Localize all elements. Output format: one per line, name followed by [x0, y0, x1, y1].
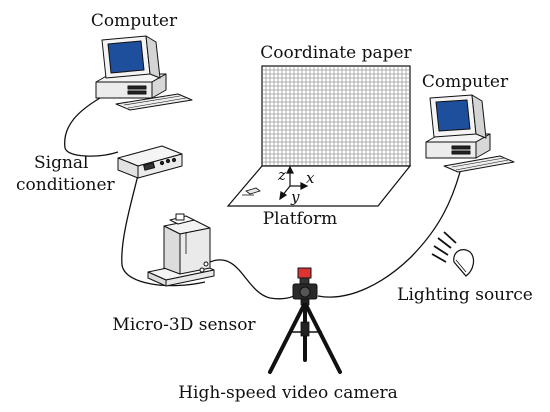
light-rays — [431, 231, 457, 263]
lighting-source — [431, 231, 475, 277]
label-signal-line1: Signal — [34, 153, 89, 173]
label-coordinate-paper: Coordinate paper — [260, 43, 412, 63]
label-signal-line2: conditioner — [16, 175, 116, 195]
cable-computer-to-conditioner — [64, 97, 119, 157]
label-camera: High-speed video camera — [178, 383, 398, 403]
coordinate-grid — [262, 66, 410, 166]
label-computer-right: Computer — [422, 72, 509, 92]
cable-camera-to-computer — [317, 171, 461, 298]
axis-label-z: z — [277, 166, 286, 184]
high-speed-camera — [268, 267, 342, 374]
camera-flash — [297, 267, 312, 279]
label-computer-left: Computer — [91, 11, 178, 31]
coordinate-axes — [279, 165, 309, 201]
tripod — [268, 303, 342, 374]
label-platform: Platform — [263, 209, 338, 229]
camera-lens — [299, 286, 311, 298]
platform-specimen — [245, 187, 261, 195]
label-lighting-source: Lighting source — [397, 285, 533, 305]
computer-left-keyboard — [115, 93, 193, 111]
computer-right-screen — [435, 99, 471, 132]
axis-label-y: y — [290, 188, 300, 206]
axis-label-x: x — [306, 169, 315, 187]
label-micro-sensor: Micro-3D sensor — [112, 315, 256, 335]
micro-3d-sensor — [147, 213, 215, 287]
cable-sensor-to-camera — [209, 259, 298, 300]
lamp-icon — [453, 249, 475, 277]
computer-right-keyboard — [443, 155, 515, 173]
cable-conditioner-to-sensor — [121, 174, 206, 287]
cables — [64, 97, 461, 300]
coordinate-paper — [261, 65, 411, 167]
signal-conditioner — [117, 145, 183, 179]
computer-left — [95, 35, 193, 111]
computer-left-screen — [107, 40, 145, 74]
computer-right — [425, 94, 515, 173]
platform — [226, 165, 412, 207]
